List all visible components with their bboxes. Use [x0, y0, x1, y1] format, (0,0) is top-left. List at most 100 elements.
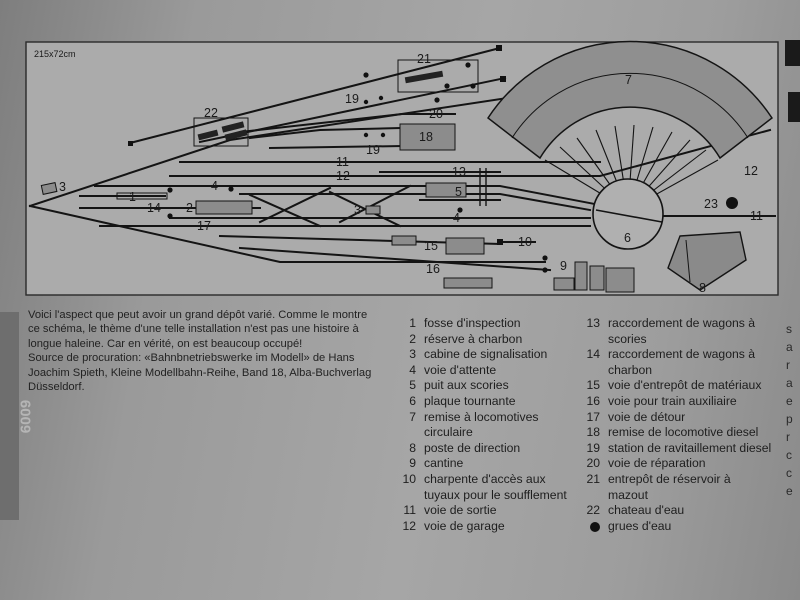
edge-black-mark: [788, 92, 800, 122]
edge-letter: s: [786, 322, 792, 336]
legend-text: voie de garage: [424, 518, 505, 533]
cabin-3-mid: [365, 205, 381, 215]
legend-text: voie de sortie: [424, 503, 497, 518]
label-15: 15: [424, 239, 438, 253]
track-diagram: 215x72cm: [25, 40, 779, 296]
label-9: 9: [560, 259, 567, 273]
track-19b: [268, 144, 404, 150]
legend-number: 20: [586, 456, 600, 471]
legend-number: 1: [409, 316, 416, 330]
legend-text: voie de détour: [608, 409, 686, 424]
label-6: 6: [624, 231, 631, 245]
cabin-3-left: [40, 182, 58, 195]
label-4-lower: 4: [453, 211, 460, 225]
legend-text: station de ravitaillement diesel: [608, 440, 772, 455]
label-19-lower: 19: [366, 143, 380, 157]
edge-letter: r: [786, 358, 790, 372]
label-12-right: 12: [744, 164, 758, 178]
canteen-9: [553, 261, 635, 293]
legend-item: 11 voie de sortie: [388, 503, 578, 519]
legend-number: 5: [409, 378, 416, 393]
label-13: 13: [452, 165, 466, 179]
legend-item: 15 voie d'entrepôt de matériaux: [572, 378, 772, 394]
label-22: 22: [204, 106, 218, 120]
legend-text: chateau d'eau: [608, 503, 685, 518]
track-5: [239, 193, 592, 212]
label-21: 21: [417, 52, 431, 66]
crossover-4: [338, 184, 412, 224]
label-3-left: 3: [59, 180, 66, 194]
label-7: 7: [625, 73, 632, 87]
legend-item: 7 remise à locomotives circulaire: [388, 410, 578, 441]
water-crane-23: [726, 197, 738, 209]
legend-number: 18: [586, 425, 600, 440]
legend-number: 19: [586, 440, 600, 455]
track-19: [248, 126, 402, 140]
label-19-upper: 19: [345, 92, 359, 106]
inspection-pit-1: [116, 192, 168, 200]
edge-letter: e: [786, 394, 793, 408]
label-16: 16: [426, 262, 440, 276]
legend-item: 1 fosse d'inspection: [388, 316, 578, 332]
label-8: 8: [699, 281, 706, 295]
label-11-center: 11: [336, 155, 349, 169]
label-11-right: 11: [750, 209, 763, 223]
label-20: 20: [429, 107, 443, 121]
legend-number: 3: [409, 347, 416, 362]
legend-text: remise à locomotives circulaire: [424, 409, 539, 440]
legend-number: 12: [402, 518, 416, 533]
building-18: [399, 123, 456, 151]
legend-number: 21: [586, 471, 600, 486]
legend-number: 11: [403, 503, 416, 518]
sidebar-tab: 6009: [0, 312, 35, 520]
legend-number: 13: [586, 316, 600, 330]
roundhouse: [486, 40, 774, 211]
legend-number: 6: [409, 393, 416, 408]
legend-text: fosse d'inspection: [424, 316, 521, 330]
control-post: [667, 231, 747, 291]
caption-text: Voici l'aspect que peut avoir un grand d…: [28, 309, 368, 350]
legend-text: cantine: [424, 456, 464, 471]
legend-item: 19 station de ravitaillement diesel: [572, 441, 772, 457]
legend-number: 8: [409, 440, 416, 455]
edge-black-mark: [785, 40, 800, 66]
legend-number: 10: [402, 471, 416, 486]
legend-item: 16 voie pour train auxiliaire: [572, 394, 772, 410]
label-2: 2: [186, 201, 193, 215]
label-12-center: 12: [336, 169, 350, 183]
ash-pit-5: [425, 182, 467, 198]
legend-number: 7: [409, 409, 416, 424]
legend-text: puit aux scories: [424, 378, 509, 393]
edge-letter: c: [786, 466, 792, 480]
legend-number: 2: [409, 331, 416, 346]
edge-letter: a: [786, 376, 793, 390]
throat-lower: [28, 204, 546, 263]
label-1: 1: [129, 190, 136, 204]
throat-main: [28, 88, 562, 208]
tracks: [28, 46, 776, 272]
edge-letter: p: [786, 412, 793, 426]
sidebar-tab-number: 6009: [17, 399, 35, 434]
legend-text: voie pour train auxiliaire: [608, 393, 737, 408]
edge-letter: r: [786, 430, 790, 444]
label-17: 17: [197, 219, 211, 233]
caption-source: Source de procuration: «Bahnbnetriebswer…: [28, 352, 372, 394]
water-cranes: [167, 62, 548, 273]
dimension-label: 215x72cm: [34, 49, 76, 59]
edge-letter: e: [786, 484, 793, 498]
label-4-upper: 4: [211, 179, 218, 193]
building-21: [397, 59, 479, 93]
legend-text: voie d'entrepôt de matériaux: [608, 378, 762, 393]
legend-number: 15: [586, 378, 600, 393]
legend-number: 16: [586, 393, 600, 408]
